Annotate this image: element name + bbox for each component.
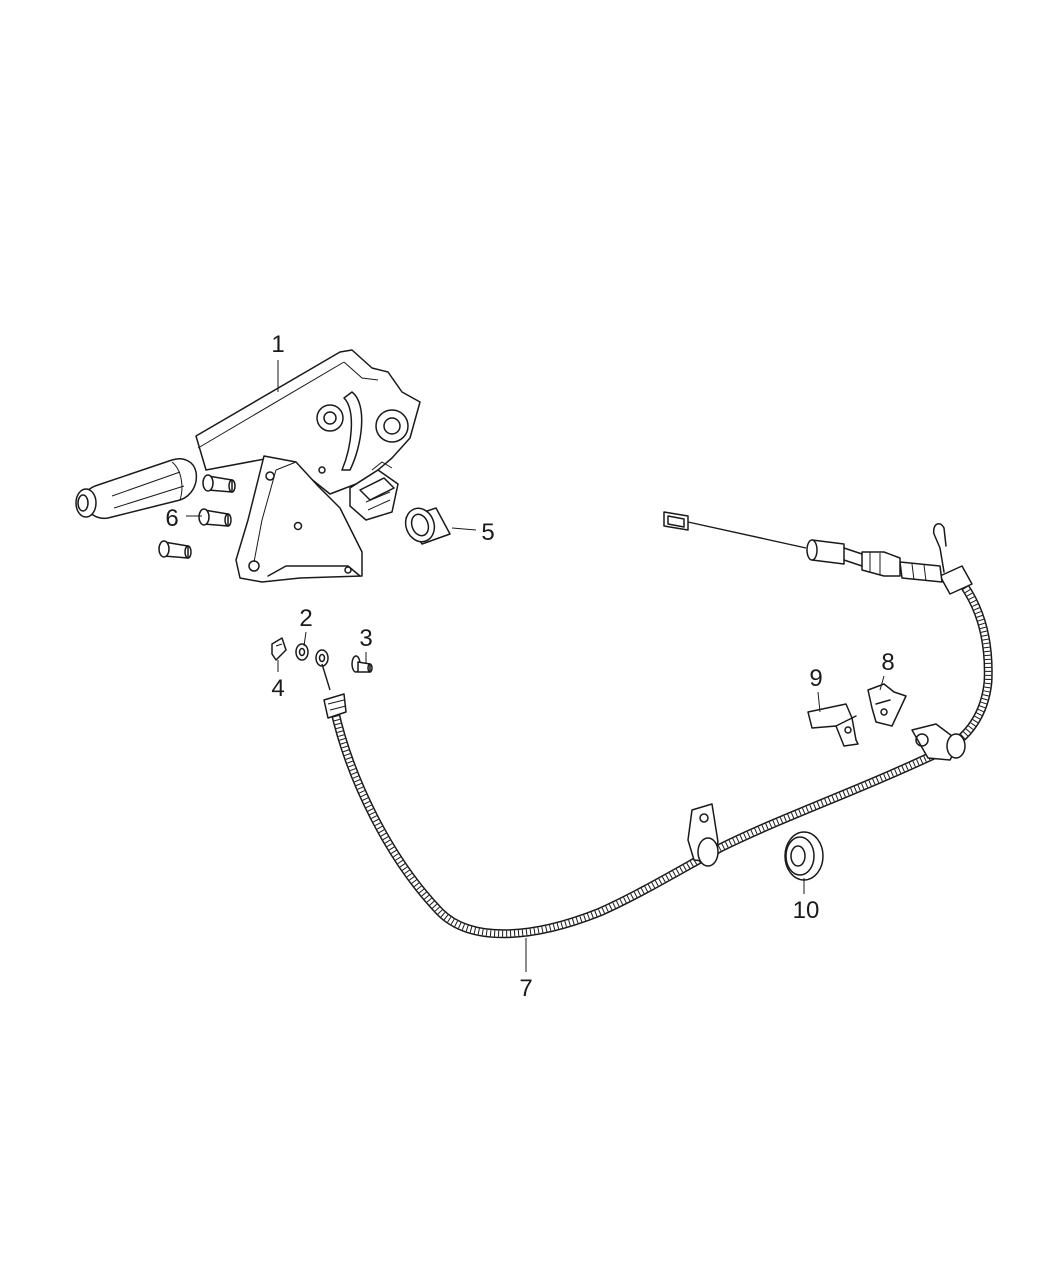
part-2-washers [295,643,329,667]
callout-4: 4 [271,675,284,702]
callout-5: 5 [481,519,494,546]
bolt-upper [202,474,236,493]
callout-numbers: 1 2 3 4 5 6 7 8 9 10 [165,331,894,1002]
callout-6: 6 [165,505,178,532]
callout-2: 2 [299,605,312,632]
part-8-clip-bracket [867,683,907,727]
part-10-grommet [784,831,824,881]
bolt-middle [198,508,232,527]
leader-lines [186,360,885,972]
part-1-parking-brake-lever [75,349,421,583]
part-4-clip [271,637,287,661]
callout-1: 1 [271,331,284,358]
part-9-bracket [807,703,859,747]
callout-7: 7 [519,975,532,1002]
callout-8: 8 [881,649,894,676]
callout-10: 10 [793,897,820,924]
callout-3: 3 [359,625,372,652]
part-6-bolts [158,474,236,559]
callout-9: 9 [809,665,822,692]
bolt-lower [158,540,192,559]
part-5-bushing [404,507,451,545]
part-7-brake-cable [321,511,993,939]
part-3-pin [351,655,373,673]
